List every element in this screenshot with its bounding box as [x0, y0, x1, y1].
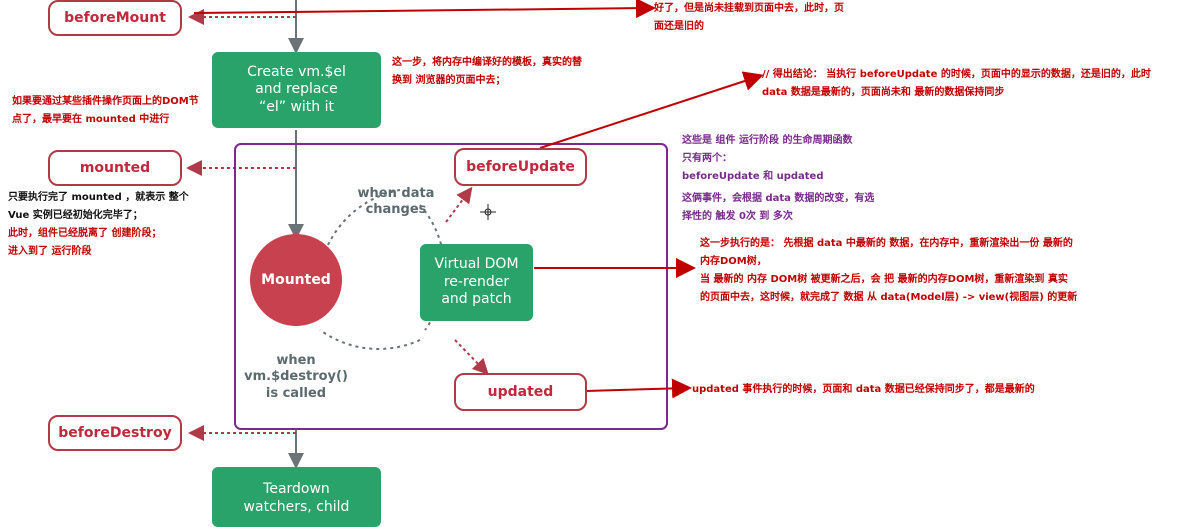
- note-updated: updated 事件执行的时候，页面和 data 数据已经保持同步了，都是最新的: [692, 384, 1035, 395]
- annotation-arrow-beforemount: [193, 0, 656, 19]
- note-dom-operation: 如果要通过某些插件操作页面上的DOM节 点了，最早要在 mounted 中进行: [12, 96, 199, 125]
- label-when-destroy: when vm.$destroy() is called: [244, 353, 348, 401]
- note-mounted-done: 只要执行完了 mounted ，就表示 整个 Vue 实例已经初始化完毕了；: [8, 192, 189, 221]
- diagram-connectors: [186, 0, 764, 469]
- note-rerender: 这一步执行的是： 先根据 data 中最新的 数据，在内存中，重新渲染出一份 最…: [700, 238, 1078, 303]
- note-beforemount: 好了，但是尚未挂载到页面中去，此时，页 面还是旧的: [654, 3, 844, 32]
- note-render-step: 这一步，将内存中编译好的模板，真实的替 换到 浏览器的页面中去；: [392, 57, 582, 86]
- hook-mounted: mounted: [48, 150, 182, 186]
- note-runtime-trigger: 这俩事件，会根据 data 数据的改变，有选 择性的 触发 0次 到 多次: [682, 193, 875, 222]
- hook-beforemount: beforeMount: [48, 0, 182, 36]
- step-create-el: Create vm.$el and replace “el” with it: [212, 52, 381, 128]
- cycle-arc-bottom: [319, 329, 421, 350]
- mounted-circle: Mounted: [250, 234, 342, 326]
- hook-updated: updated: [454, 373, 587, 411]
- note-runtime-hooks: 这些是 组件 运行阶段 的生命周期函数 只有两个： beforeUpdate 和…: [682, 135, 853, 182]
- annotation-arrow-beforeupdate: [539, 71, 764, 149]
- runtime-frame: [234, 143, 668, 430]
- hook-beforedestroy: beforeDestroy: [48, 415, 182, 451]
- hook-beforeupdate: beforeUpdate: [454, 148, 587, 186]
- connector-beforeupdate: [445, 186, 473, 223]
- note-runtime-enter: 此时，组件已经脱离了 创建阶段； 进入到了 运行阶段: [8, 228, 162, 257]
- note-conclusion: // 得出结论： 当执行 beforeUpdate 的时候，页面中的显示的数据，…: [762, 69, 1151, 98]
- step-teardown: Teardown watchers, child: [212, 467, 381, 527]
- label-when-data-changes: when data changes: [357, 186, 435, 218]
- connector-updated: [454, 339, 489, 375]
- step-virtual-dom: Virtual DOM re-render and patch: [420, 244, 533, 321]
- annotation-arrow-updated: [585, 378, 692, 399]
- crosshair-cursor-icon: [480, 204, 496, 220]
